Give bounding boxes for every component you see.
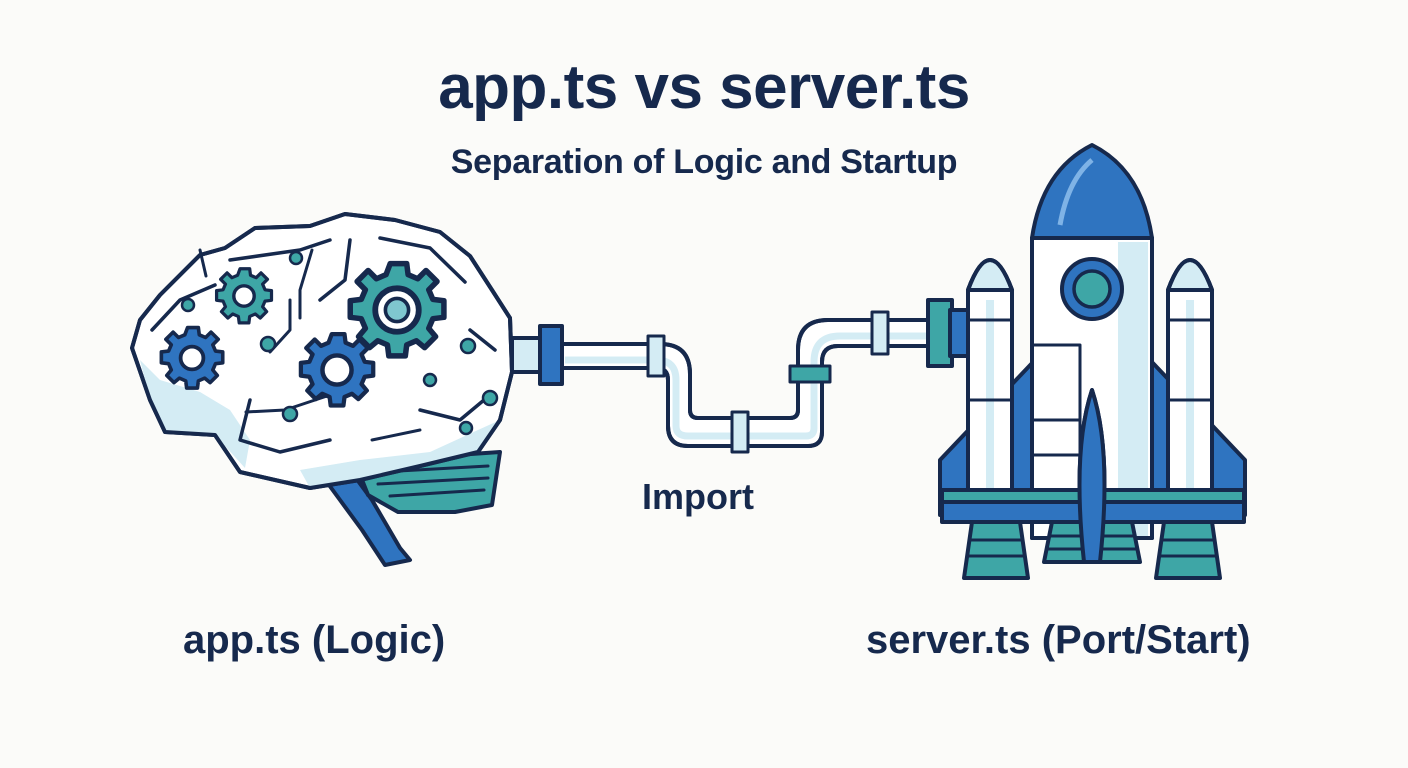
- gear-icon: [301, 334, 373, 405]
- server-ts-label: server.ts (Port/Start): [866, 618, 1251, 662]
- page-subtitle: Separation of Logic and Startup: [450, 143, 958, 181]
- app-ts-label: app.ts (Logic): [183, 618, 446, 662]
- connector-label: Import: [642, 476, 754, 517]
- gear-icon: [350, 264, 444, 356]
- pipe-icon: [510, 298, 974, 454]
- brain-circuit-icon: [130, 212, 514, 567]
- gear-icon: [159, 325, 225, 390]
- page-title: app.ts vs server.ts: [438, 53, 970, 122]
- gear-icon: [214, 267, 274, 325]
- rocket-icon: [938, 143, 1247, 580]
